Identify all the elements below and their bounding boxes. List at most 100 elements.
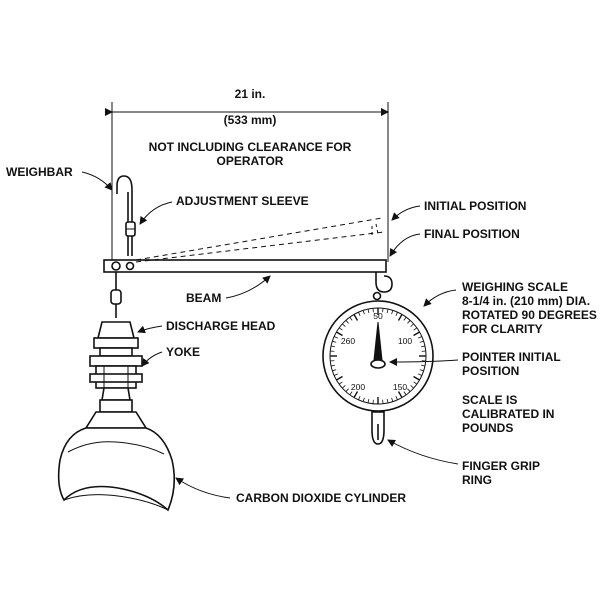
dial-tick <box>397 314 403 321</box>
yoke <box>89 355 143 367</box>
dial-tick <box>407 320 411 324</box>
dial-tick <box>395 311 398 316</box>
dial-tick <box>413 331 420 337</box>
label-weighing-scale-4: FOR CLARITY <box>462 322 543 336</box>
dial-tick <box>358 311 361 316</box>
leader-initial-position <box>391 205 421 221</box>
dial-tick <box>332 369 337 372</box>
weighing-scale: 50 100 150 200 260 <box>322 300 434 412</box>
discharge-head <box>96 321 136 339</box>
dial-tick <box>338 327 343 331</box>
dial-tick <box>345 320 349 324</box>
dial-tick <box>418 336 423 339</box>
dimension-group: 21 in. (533 mm) NOT INCLUDING CLEARANCE … <box>105 87 389 262</box>
label-pointer-2: POSITION <box>462 364 519 378</box>
leader-beam <box>225 275 271 299</box>
dial-number-100: 100 <box>398 336 412 346</box>
dial-tick <box>407 388 411 392</box>
dial-number-50: 50 <box>373 311 383 321</box>
dial-tick <box>336 331 343 337</box>
label-adjustment-sleeve: ADJUSTMENT SLEEVE <box>176 194 309 208</box>
dial-tick <box>413 381 418 385</box>
dial-tick <box>413 327 418 331</box>
dimension-note-line2: OPERATOR <box>217 154 284 168</box>
leader-cylinder <box>175 477 231 499</box>
dial-tick <box>362 397 365 402</box>
finger-grip-ring <box>371 411 385 445</box>
pointer-hub <box>370 359 386 369</box>
dial-tick <box>342 323 346 327</box>
dial-tick <box>420 364 426 367</box>
label-weighing-scale-3: ROTATED 90 DEGREES <box>462 308 597 322</box>
label-pointer-1: POINTER INITIAL <box>462 350 561 364</box>
dial-number-200: 200 <box>351 382 365 392</box>
beam-body <box>103 259 387 273</box>
labels: WEIGHBAR ADJUSTMENT SLEEVE INITIAL POSIT… <box>6 165 597 505</box>
label-weighing-scale-2: 8-1/4 in. (210 mm) DIA. <box>462 294 590 308</box>
dial-tick <box>410 323 414 327</box>
label-beam: BEAM <box>186 291 221 305</box>
dial-tick <box>349 316 353 321</box>
label-discharge-head: DISCHARGE HEAD <box>166 319 276 333</box>
label-scale-note-2: CALIBRATED IN <box>462 407 554 421</box>
dial-tick <box>420 345 426 348</box>
dial-tick <box>345 388 349 392</box>
cylinder-valve <box>101 387 131 401</box>
cylinder-neck <box>84 411 148 429</box>
dial-tick <box>330 364 336 367</box>
leader-final-position <box>389 233 421 257</box>
dial-tick <box>336 375 343 381</box>
dial-tick <box>386 308 389 314</box>
label-scale-note-3: POUNDS <box>462 421 513 435</box>
dial-tick <box>353 314 359 321</box>
dial-tick <box>330 345 336 348</box>
dial-tick <box>403 316 407 321</box>
dial-tick <box>413 375 420 381</box>
dial-tick <box>342 385 346 389</box>
dial-tick <box>358 396 361 401</box>
beam-pivot-left <box>111 261 121 271</box>
scale-hook <box>375 272 393 293</box>
leader-finger-grip <box>387 439 459 465</box>
dial-tick <box>419 369 424 372</box>
weighbar <box>116 175 136 256</box>
dial-tick <box>367 398 370 404</box>
dial-tick <box>403 391 407 396</box>
dial-tick <box>338 381 343 385</box>
dial-tick <box>386 398 389 404</box>
dial-tick <box>353 391 359 398</box>
scale-hook-eye <box>372 291 382 301</box>
dial-tick <box>362 310 365 315</box>
label-finger-grip-1: FINGER GRIP <box>462 459 540 473</box>
leader-yoke <box>141 351 163 367</box>
carbon-dioxide-cylinder <box>57 427 176 512</box>
dial-tick <box>395 396 398 401</box>
dial-ticks <box>330 308 426 404</box>
dial-tick <box>410 385 414 389</box>
dial-tick <box>397 391 403 398</box>
dial-tick <box>332 340 337 343</box>
label-carbon-dioxide-cylinder: CARBON DIOXIDE CYLINDER <box>236 491 406 505</box>
leader-weighbar <box>81 171 113 191</box>
leader-weighing-scale <box>423 289 457 307</box>
dimension-width-in: 21 in. <box>235 87 266 101</box>
dial-number-260: 260 <box>341 336 355 346</box>
label-finger-grip-2: RING <box>462 473 492 487</box>
dial-tick <box>333 373 338 376</box>
dial-tick <box>367 308 370 314</box>
dial-tick <box>391 397 394 402</box>
dial-tick <box>418 373 423 376</box>
dial-number-150: 150 <box>393 382 407 392</box>
dimension-note-line1: NOT INCLUDING CLEARANCE FOR <box>149 140 352 154</box>
cylinder-assembly <box>57 272 176 512</box>
beam-initial-position <box>135 217 385 263</box>
leader-discharge-head <box>137 325 163 334</box>
label-initial-position: INITIAL POSITION <box>424 199 526 213</box>
dial-tick <box>349 391 353 396</box>
dimension-width-mm: (533 mm) <box>224 113 277 127</box>
beam-pivot-weighbar <box>125 261 135 271</box>
label-weighing-scale-1: WEIGHING SCALE <box>462 280 568 294</box>
leader-adjustment-sleeve <box>139 201 173 225</box>
dial-tick <box>333 336 338 339</box>
